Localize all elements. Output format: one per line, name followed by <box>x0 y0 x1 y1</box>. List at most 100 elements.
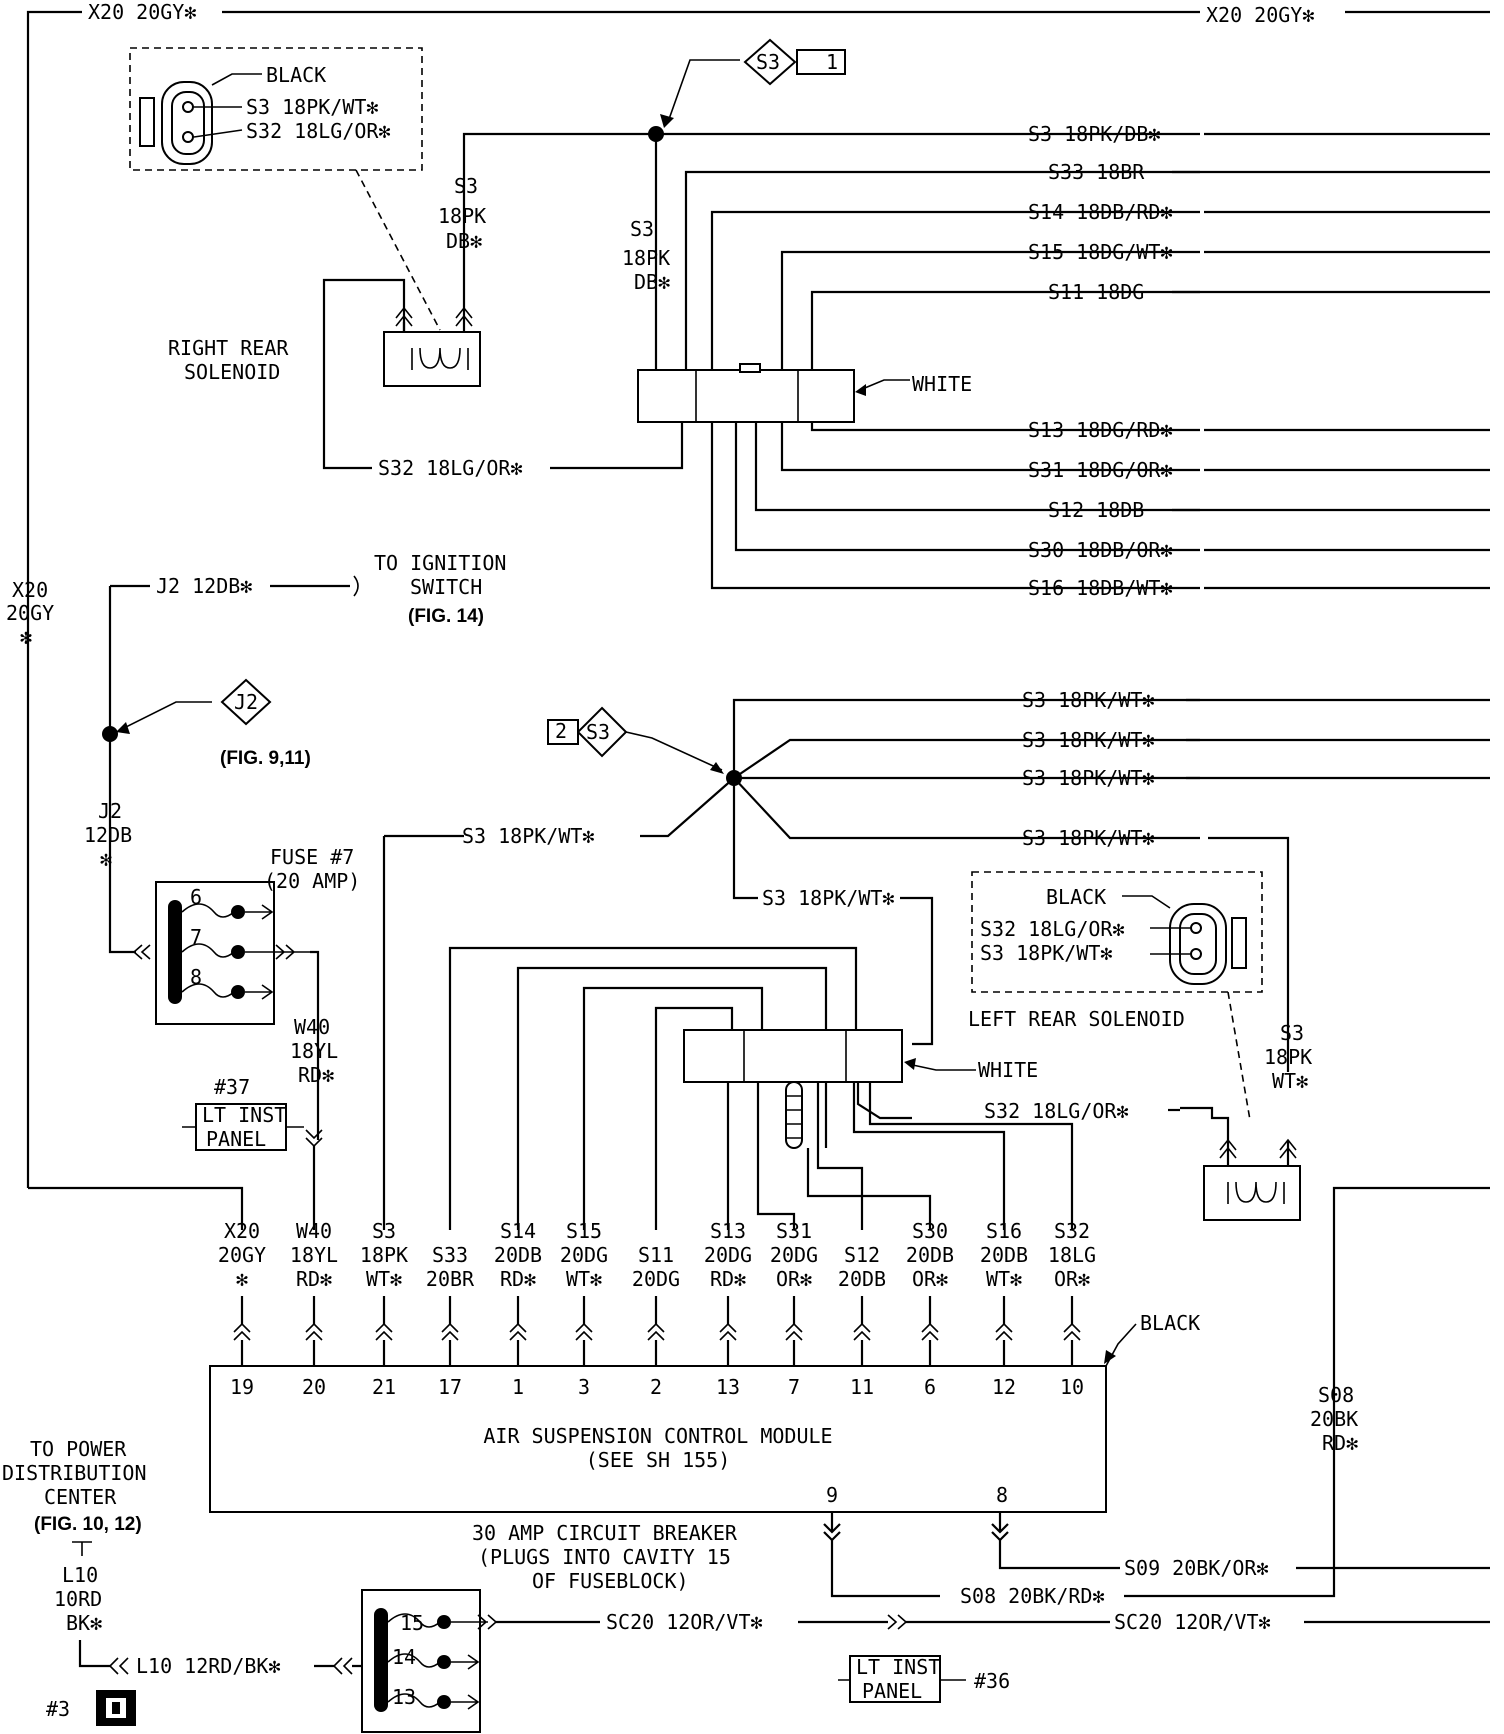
right-rear-solenoid-line2: SOLENOID <box>184 360 280 384</box>
module-pin-wire-label: RD✻ <box>710 1267 746 1291</box>
s08-vert-3: RD✻ <box>1322 1431 1358 1455</box>
module-pin-9: 9 <box>826 1483 838 1507</box>
module-pin-wire-label: S3 <box>372 1219 396 1243</box>
left-rear-connector-color: BLACK <box>1046 885 1106 909</box>
pin-chevron <box>719 1322 737 1341</box>
fuse-7: 6 7 8 FUSE #7 (20 AMP) W40 18YL RD✻ #37 … <box>132 845 360 1230</box>
w40-upper-2: 18YL <box>290 1039 338 1063</box>
module-pin-wire-label: S13 <box>710 1219 746 1243</box>
x20-top-wire: X20 20GY✻ X20 20GY✻ X20 20GY ✻ <box>6 0 1490 1230</box>
s08-s09-wiring: S08 20BK RD✻ S09 20BK/OR✻ S08 20BK/RD✻ <box>823 1186 1490 1608</box>
lt-inst-36: LT INST PANEL #36 <box>838 1655 1010 1703</box>
left-rear-solenoid: S3 18PK WT✻ <box>1180 1021 1312 1221</box>
module-pin-wire-label: 18PK <box>360 1243 408 1267</box>
x20-top-left-label: X20 20GY✻ <box>88 0 196 24</box>
module-pin-wire-label: OR✻ <box>776 1267 812 1291</box>
s3-lower-branch-label: S3 18PK/WT✻ <box>762 886 894 910</box>
mid-wire-label: S3 18PK/WT✻ <box>1022 728 1154 752</box>
module-pin-wire-label: 18LG <box>1048 1243 1096 1267</box>
lt-inst-37-line2: PANEL <box>206 1127 266 1151</box>
module-pin-number: 6 <box>924 1375 936 1399</box>
lower-connector-color: WHITE <box>978 1058 1038 1082</box>
pin-chevron <box>375 1322 393 1341</box>
upper-wire-routes <box>550 170 1200 590</box>
s3-feed-2: 18PK <box>438 204 486 228</box>
breaker-label-3: OF FUSEBLOCK) <box>532 1569 689 1593</box>
middle-wire-routes <box>382 834 934 1230</box>
splice-s3-2-code: S3 <box>586 720 610 744</box>
module-pin-wire-label: 20DB <box>906 1243 954 1267</box>
breaker-cavity-14: 14 <box>392 1645 416 1669</box>
lower-white-connector: WHITE <box>683 1029 1038 1149</box>
pdc-fig: (FIG. 10, 12) <box>34 1514 142 1535</box>
splice-s3-2-num: 2 <box>555 719 567 743</box>
x20-vert-3: ✻ <box>20 625 32 649</box>
s09-label: S09 20BK/OR✻ <box>1124 1556 1269 1580</box>
mid-wire-label: S3 18PK/WT✻ <box>1022 688 1154 712</box>
mid-wire-labels: S3 18PK/WT✻S3 18PK/WT✻S3 18PK/WT✻S3 18PK… <box>1022 688 1490 850</box>
module-pin-wire-label: S33 <box>432 1243 468 1267</box>
module-pin-wire-label: 20DG <box>704 1243 752 1267</box>
middle-splice: 2 S3 <box>547 698 1290 1072</box>
module-pin-wire-label: RD✻ <box>296 1267 332 1291</box>
s3-right-vert-3: WT✻ <box>1272 1069 1308 1093</box>
breaker-cavity-13: 13 <box>392 1685 416 1709</box>
ignition-feed: J2 12DB✻ TO IGNITION SWITCH (FIG. 14) J2… <box>84 551 506 954</box>
air-suspension-module[interactable]: AIR SUSPENSION CONTROL MODULE (SEE SH 15… <box>209 1311 1200 1513</box>
lower-wire-routes <box>448 946 1074 1230</box>
s3-feed-3: DB✻ <box>446 229 482 253</box>
module-pin-wire-label: OR✻ <box>1054 1267 1090 1291</box>
j2-vert-1: J2 <box>98 799 122 823</box>
module-connector-color: BLACK <box>1140 1311 1200 1335</box>
s3-drop-2: 18PK <box>622 246 670 270</box>
right-rear-connector-color: BLACK <box>266 63 326 87</box>
sc20-right-label: SC20 12OR/VT✻ <box>1114 1610 1271 1634</box>
l10-vert-3: BK✻ <box>66 1611 102 1635</box>
module-name: AIR SUSPENSION CONTROL MODULE <box>483 1424 832 1448</box>
pdc-to-1: TO POWER <box>30 1437 127 1461</box>
s08-vert-2: 20BK <box>1310 1407 1358 1431</box>
right-rear-solenoid-line1: RIGHT REAR <box>168 336 289 360</box>
s32-lower-label: S32 18LG/OR✻ <box>984 1099 1129 1123</box>
s3-feed-1: S3 <box>454 174 478 198</box>
pdc-feed: TO POWER DISTRIBUTION CENTER (FIG. 10, 1… <box>2 1437 370 1726</box>
module-pin-wire-label: 20DG <box>770 1243 818 1267</box>
s3-right-vert-1: S3 <box>1280 1021 1304 1045</box>
j2-vert-3: ✻ <box>100 847 112 871</box>
j2-vert-2: 12DB <box>84 823 132 847</box>
pin-chevron <box>441 1322 459 1341</box>
fuse-label-2: (20 AMP) <box>264 869 360 893</box>
l10-vert-1: L10 <box>62 1563 98 1587</box>
s08-label: S08 20BK/RD✻ <box>960 1584 1105 1608</box>
module-pin-wire-label: 18YL <box>290 1243 338 1267</box>
j2-wire-label: J2 12DB✻ <box>156 574 252 598</box>
module-ref: (SEE SH 155) <box>586 1448 731 1472</box>
right-rear-pin-2: S32 18LG/OR✻ <box>246 119 391 143</box>
splice-s3-1-code: S3 <box>756 50 780 74</box>
fuse-cavity-6: 6 <box>190 885 202 909</box>
module-pin-wire-label: WT✻ <box>566 1267 602 1291</box>
lt-inst-36-num: #36 <box>974 1669 1010 1693</box>
module-pin-wire-label: S16 <box>986 1219 1022 1243</box>
module-pin-wire-label: 20GY <box>218 1243 266 1267</box>
lt-inst-36-line1: LT INST <box>856 1655 940 1679</box>
module-pin-number: 19 <box>230 1375 254 1399</box>
module-pin-wire-label: 20BR <box>426 1267 475 1291</box>
s3-left-branch-label: S3 18PK/WT✻ <box>462 824 594 848</box>
upper-wire-label: S3 18PK/DB✻ <box>1028 122 1160 146</box>
ground-num: #3 <box>46 1697 70 1721</box>
splice-j2-code: J2 <box>234 690 258 714</box>
left-rear-pin-2: S3 18PK/WT✻ <box>980 941 1112 965</box>
circuit-breaker: 30 AMP CIRCUIT BREAKER (PLUGS INTO CAVIT… <box>361 1521 1490 1733</box>
module-pin-wire-label: OR✻ <box>912 1267 948 1291</box>
module-pin-number: 12 <box>992 1375 1016 1399</box>
